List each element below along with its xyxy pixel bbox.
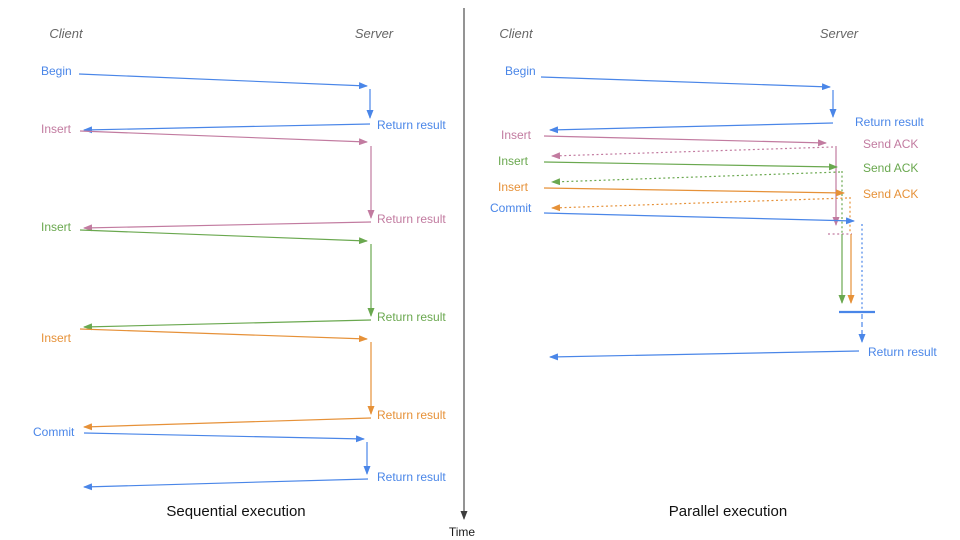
par-panel-title: Parallel execution [669,503,787,520]
par-insert2-label: Insert [498,154,529,168]
seq-insert3-label: Insert [41,331,72,345]
par-insert2-ack-label: Send ACK [863,161,918,175]
seq-insert3-request-arrow [79,328,368,343]
seq-insert1-return-arrow [83,221,372,232]
seq-begin-response-label: Return result [377,118,446,132]
seq-insert2-return-arrow [83,319,372,331]
par-insert1-ack-arrow [551,146,834,160]
seq-begin-label: Begin [41,64,72,78]
par-commit-request-arrow [543,212,855,225]
par-insert3-label: Insert [498,180,529,194]
par-insert3-ack-arrow [551,197,848,212]
seq-commit-label: Commit [33,425,75,439]
seq-insert3-return-arrow [83,417,372,431]
seq-begin-request-arrow [78,73,368,90]
seq-panel-title: Sequential execution [166,503,305,520]
seq-commit-response-label: Return result [377,470,446,484]
par-insert3-request-arrow [543,187,845,197]
par-begin-return-arrow [549,122,834,134]
seq-client-header: Client [49,26,84,41]
time-axis-label: Time [449,525,476,539]
par-insert2-request-arrow [543,161,838,171]
par-server-header: Server [820,26,859,41]
seq-insert1-label: Insert [41,122,72,136]
par-client-header: Client [499,26,534,41]
seq-insert2-response-label: Return result [377,310,446,324]
seq-begin-return-arrow [83,123,371,134]
par-insert2-ack-arrow [551,171,841,186]
seq-insert1-response-label: Return result [377,212,446,226]
par-commit-return-arrow [549,350,860,361]
par-begin-label: Begin [505,64,536,78]
seq-insert2-label: Insert [41,220,72,234]
par-commit-response-label: Return result [868,345,937,359]
par-begin-request-arrow [540,76,831,91]
par-commit-label: Commit [490,201,532,215]
seq-insert3-response-label: Return result [377,408,446,422]
par-begin-response-label: Return result [855,115,924,129]
seq-insert2-request-arrow [79,229,368,245]
seq-commit-request-arrow [83,432,365,443]
par-insert1-request-arrow [543,135,827,147]
par-insert1-ack-label: Send ACK [863,137,918,151]
par-insert1-label: Insert [501,128,532,142]
seq-server-header: Server [355,26,394,41]
par-insert3-ack-label: Send ACK [863,187,918,201]
seq-commit-return-arrow [83,478,369,491]
seq-insert1-request-arrow [79,130,368,146]
